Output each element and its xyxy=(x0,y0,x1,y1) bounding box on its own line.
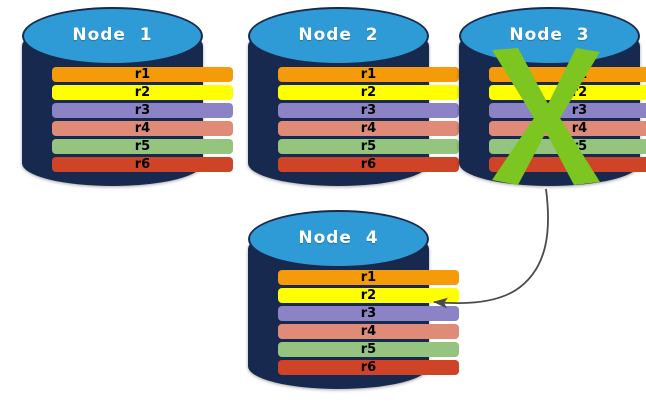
row-bar[interactable]: r2 xyxy=(278,85,459,100)
row-bar[interactable]: r6 xyxy=(278,360,459,375)
row-stack-4: r1 r2 r3 r4 r5 r6 xyxy=(248,270,489,375)
row-label: r6 xyxy=(360,360,377,375)
row-label: r1 xyxy=(360,67,377,82)
node-title-4: Node 4 xyxy=(298,228,379,248)
row-label: r6 xyxy=(571,157,588,172)
row-stack-1: r1 r2 r3 r4 r5 r6 xyxy=(22,67,263,172)
row-bar[interactable]: r4 xyxy=(278,121,459,136)
row-label: r6 xyxy=(134,157,151,172)
row-bar[interactable]: r2 xyxy=(278,288,459,303)
cylinder-top-ellipse-1 xyxy=(22,7,203,65)
row-bar[interactable]: r5 xyxy=(278,139,459,154)
row-label: r4 xyxy=(360,121,377,136)
row-bar[interactable]: r4 xyxy=(278,324,459,339)
row-bar[interactable]: r3 xyxy=(278,306,459,321)
node-cylinder-3[interactable]: Node 3 r1 r2 r3 r4 r5 r6 xyxy=(459,7,646,186)
row-label: r5 xyxy=(571,139,588,154)
row-label: r2 xyxy=(360,288,377,303)
row-label: r5 xyxy=(360,342,377,357)
row-bar[interactable]: r1 xyxy=(489,67,646,82)
cylinder-top-ellipse-2 xyxy=(248,7,429,65)
row-bar[interactable]: r6 xyxy=(278,157,459,172)
row-bar[interactable]: r1 xyxy=(278,270,459,285)
row-label: r1 xyxy=(134,67,151,82)
row-bar[interactable]: r6 xyxy=(52,157,233,172)
node-cylinder-4[interactable]: Node 4 r1 r2 r3 r4 r5 r6 xyxy=(248,210,459,389)
row-label: r4 xyxy=(134,121,151,136)
row-label: r2 xyxy=(360,85,377,100)
row-label: r3 xyxy=(360,306,377,321)
row-bar[interactable]: r3 xyxy=(278,103,459,118)
row-bar[interactable]: r1 xyxy=(278,67,459,82)
row-label: r3 xyxy=(134,103,151,118)
row-bar[interactable]: r3 xyxy=(489,103,646,118)
row-label: r5 xyxy=(360,139,377,154)
row-bar[interactable]: r1 xyxy=(52,67,233,82)
row-label: r1 xyxy=(360,270,377,285)
row-bar[interactable]: r2 xyxy=(489,85,646,100)
row-label: r4 xyxy=(571,121,588,136)
row-label: r6 xyxy=(360,157,377,172)
row-bar[interactable]: r5 xyxy=(489,139,646,154)
row-bar[interactable]: r4 xyxy=(489,121,646,136)
row-label: r3 xyxy=(571,103,588,118)
node-title-1: Node 1 xyxy=(72,25,153,45)
row-label: r2 xyxy=(134,85,151,100)
row-bar[interactable]: r3 xyxy=(52,103,233,118)
row-label: r2 xyxy=(571,85,588,100)
row-bar[interactable]: r6 xyxy=(489,157,646,172)
node-title-2: Node 2 xyxy=(298,25,379,45)
node-title-3: Node 3 xyxy=(509,25,590,45)
row-label: r3 xyxy=(360,103,377,118)
row-bar[interactable]: r5 xyxy=(52,139,233,154)
cylinder-top-ellipse-4 xyxy=(248,210,429,268)
node-cylinder-1[interactable]: Node 1 r1 r2 r3 r4 r5 r6 xyxy=(22,7,233,186)
row-bar[interactable]: r4 xyxy=(52,121,233,136)
node-cylinder-2[interactable]: Node 2 r1 r2 r3 r4 r5 r6 xyxy=(248,7,459,186)
row-bar[interactable]: r5 xyxy=(278,342,459,357)
row-label: r4 xyxy=(360,324,377,339)
row-label: r5 xyxy=(134,139,151,154)
row-stack-3: r1 r2 r3 r4 r5 r6 xyxy=(459,67,646,172)
row-label: r1 xyxy=(571,67,588,82)
row-bar[interactable]: r2 xyxy=(52,85,233,100)
row-stack-2: r1 r2 r3 r4 r5 r6 xyxy=(248,67,489,172)
